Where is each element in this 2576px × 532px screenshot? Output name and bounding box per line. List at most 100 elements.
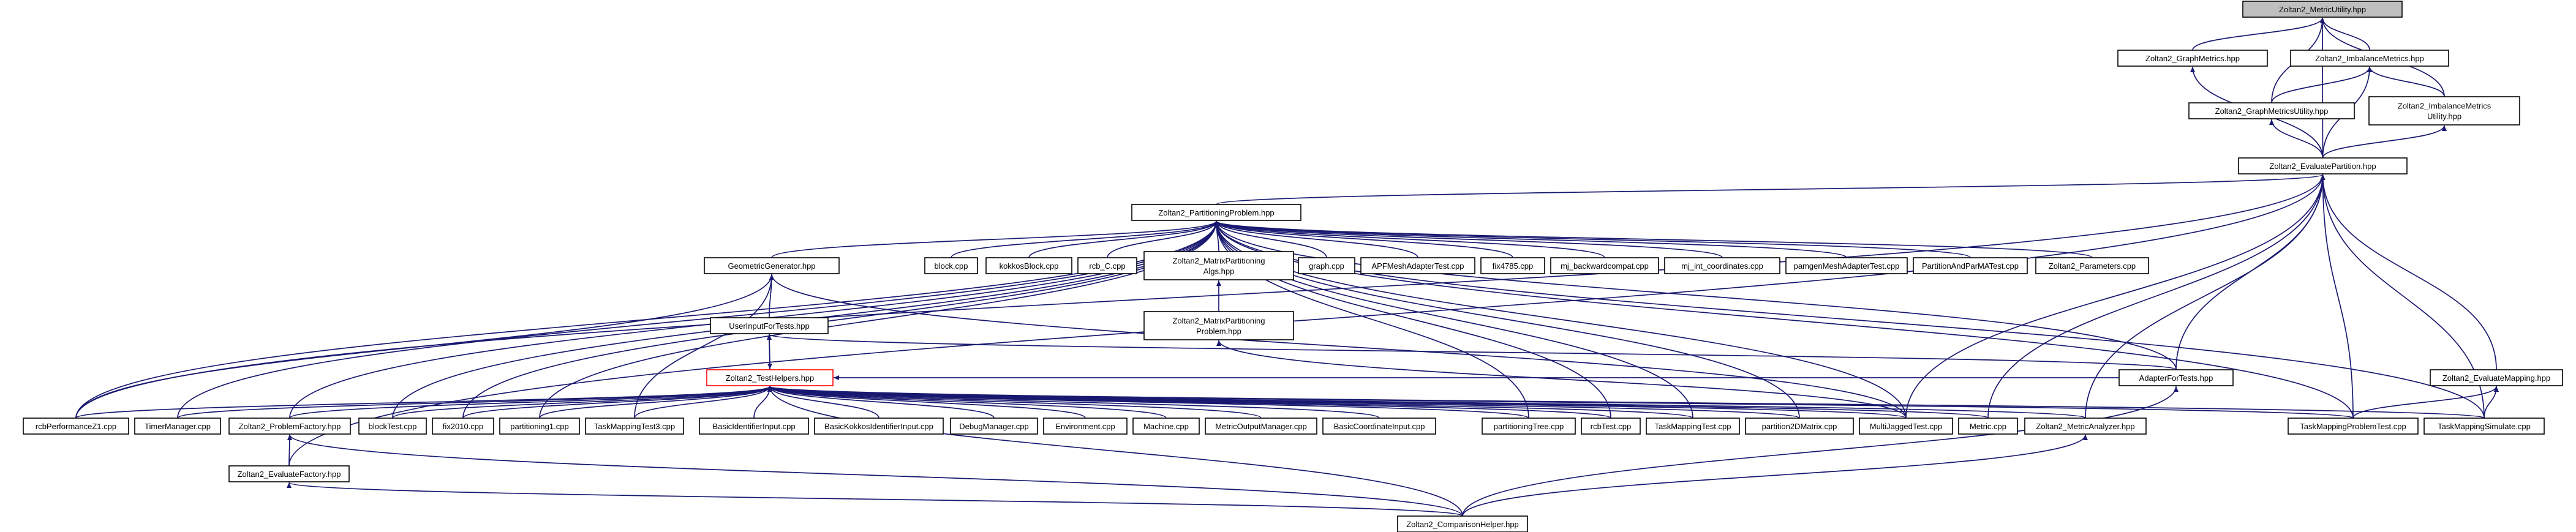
- include-edge-task_mapping3-to-test_helpers: [634, 386, 772, 419]
- file-node-mj_int_coords[interactable]: mj_int_coordinates.cpp: [1664, 257, 1780, 274]
- file-node-machine[interactable]: Machine.cpp: [1132, 418, 1200, 435]
- file-node-label: Metric.cpp: [1970, 422, 2006, 431]
- file-node-comparison_helper[interactable]: Zoltan2_ComparisonHelper.hpp: [1397, 515, 1528, 532]
- file-node-box: [1132, 418, 1200, 435]
- file-node-evaluate_mapping[interactable]: Zoltan2_EvaluateMapping.hpp: [2430, 369, 2563, 386]
- file-node-box: [1581, 418, 1641, 435]
- file-node-label: AdapterForTests.hpp: [2139, 373, 2213, 383]
- file-node-partitioning1[interactable]: partitioning1.cpp: [499, 418, 580, 435]
- file-node-metric_cpp[interactable]: Metric.cpp: [1958, 418, 2018, 435]
- file-node-block_cpp[interactable]: block.cpp: [924, 257, 978, 274]
- file-node-basic_coordinate[interactable]: BasicCoordinateInput.cpp: [1322, 418, 1436, 435]
- file-node-partition_and_parma[interactable]: PartitionAndParMATest.cpp: [1913, 257, 2028, 274]
- file-node-label: Zoltan2_MatrixPartitioning: [1172, 257, 1265, 266]
- file-node-label: pamgenMeshAdapterTest.cpp: [1794, 261, 1900, 271]
- include-edge-basic_coordinate-to-test_helpers: [767, 386, 1380, 419]
- include-edge-imbalance_metrics_utility-to-imbalance_metrics: [2367, 66, 2445, 97]
- file-node-task_mapping_simulate[interactable]: TaskMappingSimulate.cpp: [2423, 418, 2545, 435]
- file-node-box: [2430, 369, 2563, 386]
- file-node-label: TaskMappingTest.cpp: [1654, 422, 1731, 431]
- include-edge-evaluate_mapping-to-evaluate_partition: [2320, 174, 2497, 370]
- file-node-adapter_for_tests[interactable]: AdapterForTests.hpp: [2118, 369, 2234, 386]
- file-node-box: [1143, 311, 1294, 340]
- file-node-user_input[interactable]: UserInputForTests.hpp: [710, 317, 829, 334]
- file-node-rcb_c[interactable]: rcb_C.cpp: [1077, 257, 1137, 274]
- file-node-box: [2238, 157, 2408, 174]
- file-node-geometric_generator[interactable]: GeometricGenerator.hpp: [704, 257, 840, 274]
- file-node-label: Zoltan2_Parameters.cpp: [2049, 261, 2136, 271]
- file-node-box: [228, 418, 351, 435]
- file-node-pamgen_test[interactable]: pamgenMeshAdapterTest.cpp: [1785, 257, 1908, 274]
- file-node-box: [1360, 257, 1475, 274]
- file-node-label: kokkosBlock.cpp: [1000, 261, 1059, 271]
- include-edge-multi_jagged_test-to-geometric_generator: [769, 274, 1907, 419]
- file-node-imbalance_metrics[interactable]: Zoltan2_ImbalanceMetrics.hpp: [2290, 50, 2449, 67]
- file-node-kokkos_block[interactable]: kokkosBlock.cpp: [985, 257, 1072, 274]
- file-node-label: Machine.cpp: [1143, 422, 1189, 431]
- file-node-label: graph.cpp: [1309, 261, 1344, 271]
- file-node-task_mapping_problem_test[interactable]: TaskMappingProblemTest.cpp: [2288, 418, 2419, 435]
- file-node-graph_metrics_utility[interactable]: Zoltan2_GraphMetricsUtility.hpp: [2188, 102, 2355, 119]
- file-node-box: [2035, 257, 2149, 274]
- file-node-label: Zoltan2_GraphMetricsUtility.hpp: [2215, 107, 2329, 116]
- file-node-box: [1913, 257, 2028, 274]
- file-node-debug_manager[interactable]: DebugManager.cpp: [950, 418, 1038, 435]
- file-node-block_test[interactable]: blockTest.cpp: [358, 418, 427, 435]
- file-node-box: [2188, 102, 2355, 119]
- include-edge-geometric_generator-to-partitioning_problem: [771, 220, 1219, 258]
- file-node-label: rcbPerformanceZ1.cpp: [36, 422, 116, 431]
- file-node-metric_output[interactable]: MetricOutputManager.cpp: [1205, 418, 1317, 435]
- file-node-metric_utility[interactable]: Zoltan2_MetricUtility.hpp: [2242, 1, 2403, 18]
- file-node-label: Zoltan2_TestHelpers.hpp: [726, 373, 815, 383]
- file-node-environment[interactable]: Environment.cpp: [1043, 418, 1128, 435]
- file-node-label: Zoltan2_EvaluateFactory.hpp: [238, 470, 341, 479]
- include-edge-task_mapping_problem_test-to-partitioning_problem: [1214, 220, 2354, 419]
- file-node-task_mapping3[interactable]: TaskMappingTest3.cpp: [585, 418, 684, 435]
- include-edge-partition_and_parma-to-partitioning_problem: [1214, 220, 1971, 258]
- file-node-rcb_perf[interactable]: rcbPerformanceZ1.cpp: [23, 418, 129, 435]
- file-node-basic_kokkos_identifier[interactable]: BasicKokkosIdentifierInput.cpp: [814, 418, 944, 435]
- file-node-evaluate_partition[interactable]: Zoltan2_EvaluatePartition.hpp: [2238, 157, 2408, 174]
- include-edge-evaluate_partition-to-metric_utility: [2320, 17, 2326, 159]
- file-node-basic_identifier[interactable]: BasicIdentifierInput.cpp: [699, 418, 809, 435]
- file-node-box: [1322, 418, 1436, 435]
- include-edge-evaluate_partition-to-graph_metrics_utility: [2269, 119, 2324, 159]
- file-node-rcb_test[interactable]: rcbTest.cpp: [1581, 418, 1641, 435]
- file-node-fix2010[interactable]: fix2010.cpp: [432, 418, 494, 435]
- file-node-graph_cpp[interactable]: graph.cpp: [1298, 257, 1355, 274]
- file-node-box: [814, 418, 944, 435]
- file-node-label: TaskMappingTest3.cpp: [594, 422, 675, 431]
- include-edge-partitioning_problem-to-evaluate_partition: [1216, 174, 2325, 205]
- file-node-box: [499, 418, 580, 435]
- include-edge-problem_factory-to-test_helpers: [289, 386, 772, 419]
- file-node-graph_metrics[interactable]: Zoltan2_GraphMetrics.hpp: [2117, 50, 2268, 67]
- file-node-multi_jagged_test[interactable]: MultiJaggedTest.cpp: [1859, 418, 1953, 435]
- file-node-label: rcb_C.cpp: [1089, 261, 1125, 271]
- file-node-problem_factory[interactable]: Zoltan2_ProblemFactory.hpp: [228, 418, 351, 435]
- file-node-label: BasicKokkosIdentifierInput.cpp: [824, 422, 933, 431]
- file-node-partitioning_tree[interactable]: partitioningTree.cpp: [1482, 418, 1576, 435]
- file-node-partitioning_problem[interactable]: Zoltan2_PartitioningProblem.hpp: [1131, 204, 1301, 221]
- file-node-box: [985, 257, 1072, 274]
- file-node-zoltan2_params[interactable]: Zoltan2_Parameters.cpp: [2035, 257, 2149, 274]
- file-node-timer_manager[interactable]: TimerManager.cpp: [134, 418, 221, 435]
- file-node-metric_analyzer[interactable]: Zoltan2_MetricAnalyzer.hpp: [2024, 418, 2147, 435]
- file-node-task_mapping_test[interactable]: TaskMappingTest.cpp: [1646, 418, 1740, 435]
- file-node-label: Zoltan2_ProblemFactory.hpp: [239, 422, 341, 431]
- file-node-label: TaskMappingProblemTest.cpp: [2300, 422, 2406, 431]
- file-node-box: [1958, 418, 2018, 435]
- file-node-partition_2d_matrix[interactable]: partition2DMatrix.cpp: [1745, 418, 1854, 435]
- file-node-label: TimerManager.cpp: [145, 422, 211, 431]
- file-node-mj_backward[interactable]: mj_backwardcompat.cpp: [1550, 257, 1659, 274]
- file-node-test_helpers[interactable]: Zoltan2_TestHelpers.hpp: [706, 369, 834, 386]
- include-edge-pamgen_test-to-partitioning_problem: [1214, 220, 1847, 258]
- file-node-fix4785[interactable]: fix4785.cpp: [1480, 257, 1545, 274]
- include-edge-zoltan2_params-to-partitioning_problem: [1214, 220, 2093, 258]
- include-edge-evaluate_partition-to-imbalance_metrics_utility: [2322, 125, 2447, 159]
- file-node-apf_test[interactable]: APFMeshAdapterTest.cpp: [1360, 257, 1475, 274]
- file-node-evaluate_factory[interactable]: Zoltan2_EvaluateFactory.hpp: [228, 465, 350, 482]
- include-edge-rcb_test-to-test_helpers: [767, 386, 1611, 419]
